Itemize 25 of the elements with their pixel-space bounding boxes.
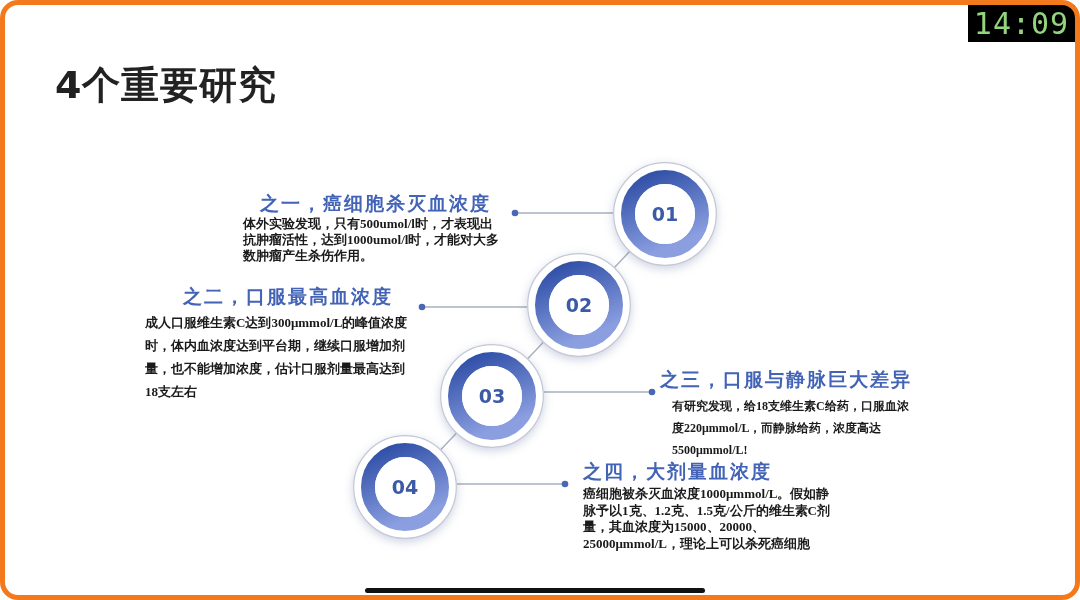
- step-description: 癌细胞被杀灭血浓度1000μmmol/L。假如静脉予以1克、1.2克、1.5克/公斤的维生素C剂量，其血浓度为15000、20000、25000μmmol/L，理论上可以杀死癌细胞: [583, 486, 831, 552]
- step-description: 有研究发现，给18支维生素C给药，口服血浓度220μmmol/L，而静脉给药，浓度高达5500μmmol/L!: [672, 398, 910, 459]
- leader-line: [456, 480, 569, 488]
- step-circle: [353, 435, 457, 539]
- step-circle: [527, 253, 631, 357]
- slide-title: 4个重要研究: [55, 62, 278, 109]
- step-number: 02: [565, 294, 593, 316]
- step-number: 01: [651, 203, 679, 225]
- step-heading: 之二，口服最高血浓度: [183, 284, 393, 308]
- connector-line: [527, 341, 544, 360]
- step-circle: [613, 162, 717, 266]
- step-heading: 之三，口服与静脉巨大差异: [660, 367, 912, 391]
- step-number: 04: [391, 476, 419, 498]
- clock-display: 14:09: [968, 5, 1075, 42]
- step-heading: 之一，癌细胞杀灭血浓度: [260, 191, 491, 215]
- step-description: 体外实验发现，只有500umol/l时，才表现出抗肿瘤活性，达到1000umol/l时，才能对大多数肿瘤产生杀伤作用。: [243, 216, 501, 264]
- leader-line: [418, 303, 528, 311]
- leader-line: [543, 388, 656, 396]
- connector-line: [614, 251, 630, 268]
- connector-line: [440, 432, 457, 451]
- step-number: 03: [478, 385, 506, 407]
- step-circle: [440, 344, 544, 448]
- leader-line: [511, 209, 614, 217]
- step-description: 成人口服维生素C达到300μmmol/L的峰值浓度时，体内血浓度达到平台期，继续口服增加剂量，也不能增加浓度，估计口服剂量最高达到18支左右: [145, 314, 409, 401]
- step-heading: 之四，大剂量血浓度: [583, 459, 772, 483]
